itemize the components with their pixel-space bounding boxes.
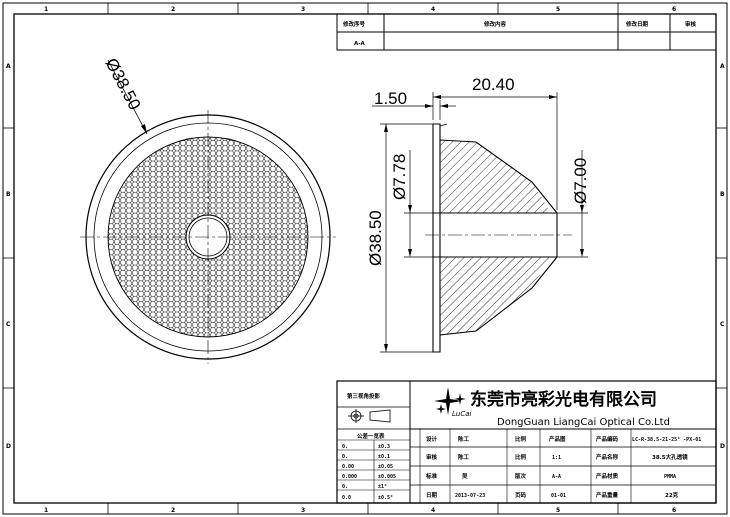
length-dimension: 20.40 — [472, 75, 515, 94]
zone-row-d-right: D — [720, 443, 725, 450]
zone-col-3-bottom: 3 — [301, 507, 305, 514]
projection-symbol-icon — [348, 409, 391, 423]
revision-row-no: A-A — [354, 41, 366, 47]
reviewer-value: 陈工 — [458, 453, 470, 461]
tolerance-4-value: ±1° — [378, 484, 387, 490]
tolerance-2-value: ±0.05 — [378, 464, 393, 470]
revision-header-review: 审核 — [685, 20, 697, 28]
weight-value: 22克 — [665, 491, 679, 499]
zone-row-a-right: A — [720, 63, 725, 70]
scale-value: 1:1 — [552, 455, 561, 461]
product-code-value: LC-R-38.5-21-25° -PX-01 — [632, 437, 701, 443]
tolerance-title: 公差一览表 — [357, 432, 385, 440]
designer-label: 设计 — [426, 435, 438, 443]
designer-value: 陈工 — [458, 435, 470, 443]
material-value: PMMA — [664, 474, 676, 480]
drawing-type-value: 产品图 — [549, 435, 566, 443]
zone-col-4-bottom: 4 — [431, 507, 435, 514]
zone-col-5-bottom: 5 — [556, 507, 560, 514]
reviewer-label: 审核 — [426, 453, 438, 461]
zone-col-2: 2 — [171, 6, 175, 13]
inner-diameter-dimension: Ø7.78 — [390, 154, 409, 200]
logo-text: LuCai — [452, 410, 472, 418]
product-name-label: 产品名称 — [596, 453, 619, 461]
revision-header-date: 修改日期 — [625, 20, 649, 28]
zone-col-1: 1 — [44, 6, 48, 13]
side-view: 20.40 1.50 Ø38.50 Ø7.78 Ø7.00 — [366, 75, 590, 353]
title-block-text: 第三视角投影 公差一览表 0. ±0.3 0. ±0.1 0.00 ±0.05 … — [342, 389, 701, 501]
tip-diameter-dimension: Ø7.00 — [571, 158, 590, 204]
scale-label-1: 比例 — [515, 435, 527, 443]
zone-col-6-bottom: 6 — [672, 507, 676, 514]
tolerance-3-precision: 0.000 — [342, 474, 357, 480]
page-value: 01-01 — [551, 493, 566, 499]
scale-label-2: 比例 — [515, 453, 527, 461]
tolerance-1-precision: 0. — [342, 454, 348, 460]
version-label: 版次 — [514, 472, 527, 480]
revision-header-no: 修改序号 — [342, 20, 366, 28]
weight-label: 产品重量 — [596, 491, 619, 499]
zone-col-3: 3 — [301, 6, 305, 13]
title-block — [336, 380, 717, 504]
zone-row-b-right: B — [720, 191, 725, 198]
zone-row-d: D — [6, 443, 11, 450]
outer-diameter-dimension: Ø38.50 — [366, 210, 385, 266]
date-label: 日期 — [426, 491, 438, 499]
flange-dimension: 1.50 — [374, 89, 407, 108]
tolerance-0-value: ±0.3 — [378, 444, 390, 450]
tolerance-0-precision: 0. — [342, 444, 348, 450]
zone-col-2-bottom: 2 — [171, 507, 175, 514]
date-value: 2013-07-23 — [455, 493, 485, 499]
company-name-en: DongGuan LiangCai Optical Co.Ltd — [497, 417, 670, 428]
standard-label: 标准 — [425, 472, 438, 480]
zone-col-1-bottom: 1 — [44, 507, 48, 514]
revision-header-content: 修改内容 — [483, 20, 507, 28]
projection-label: 第三视角投影 — [347, 392, 381, 400]
zone-col-5: 5 — [556, 6, 560, 13]
company-name-cn: 东莞市亮彩光电有限公司 — [470, 389, 657, 410]
standard-value: 吴 — [462, 472, 468, 480]
tolerance-3-value: ±0.005 — [378, 474, 396, 480]
tolerance-1-value: ±0.1 — [378, 454, 390, 460]
tolerance-4-precision: 0. — [342, 484, 348, 490]
revision-table: 修改序号 修改内容 修改日期 审核 A-A — [336, 13, 717, 51]
zone-row-c: C — [6, 321, 11, 328]
lucai-logo-icon — [434, 387, 466, 415]
front-diameter-label: Ø38.50 — [101, 55, 144, 113]
tolerance-5-value: ±0.5° — [378, 495, 393, 501]
zone-row-c-right: C — [720, 321, 725, 328]
version-value: A-A — [552, 474, 561, 480]
material-label: 产品材质 — [596, 472, 619, 480]
tolerance-5-precision: 0.0 — [342, 495, 351, 501]
zone-row-b: B — [6, 191, 11, 198]
zone-row-a: A — [6, 63, 11, 70]
product-name-value: 38.5大孔透镜 — [652, 453, 688, 461]
tolerance-2-precision: 0.00 — [342, 464, 354, 470]
zone-col-6: 6 — [672, 6, 676, 13]
front-view: Ø38.50 — [80, 55, 336, 364]
zone-col-4: 4 — [431, 6, 435, 13]
product-code-label: 产品编码 — [596, 435, 619, 443]
page-label: 页码 — [515, 491, 527, 499]
